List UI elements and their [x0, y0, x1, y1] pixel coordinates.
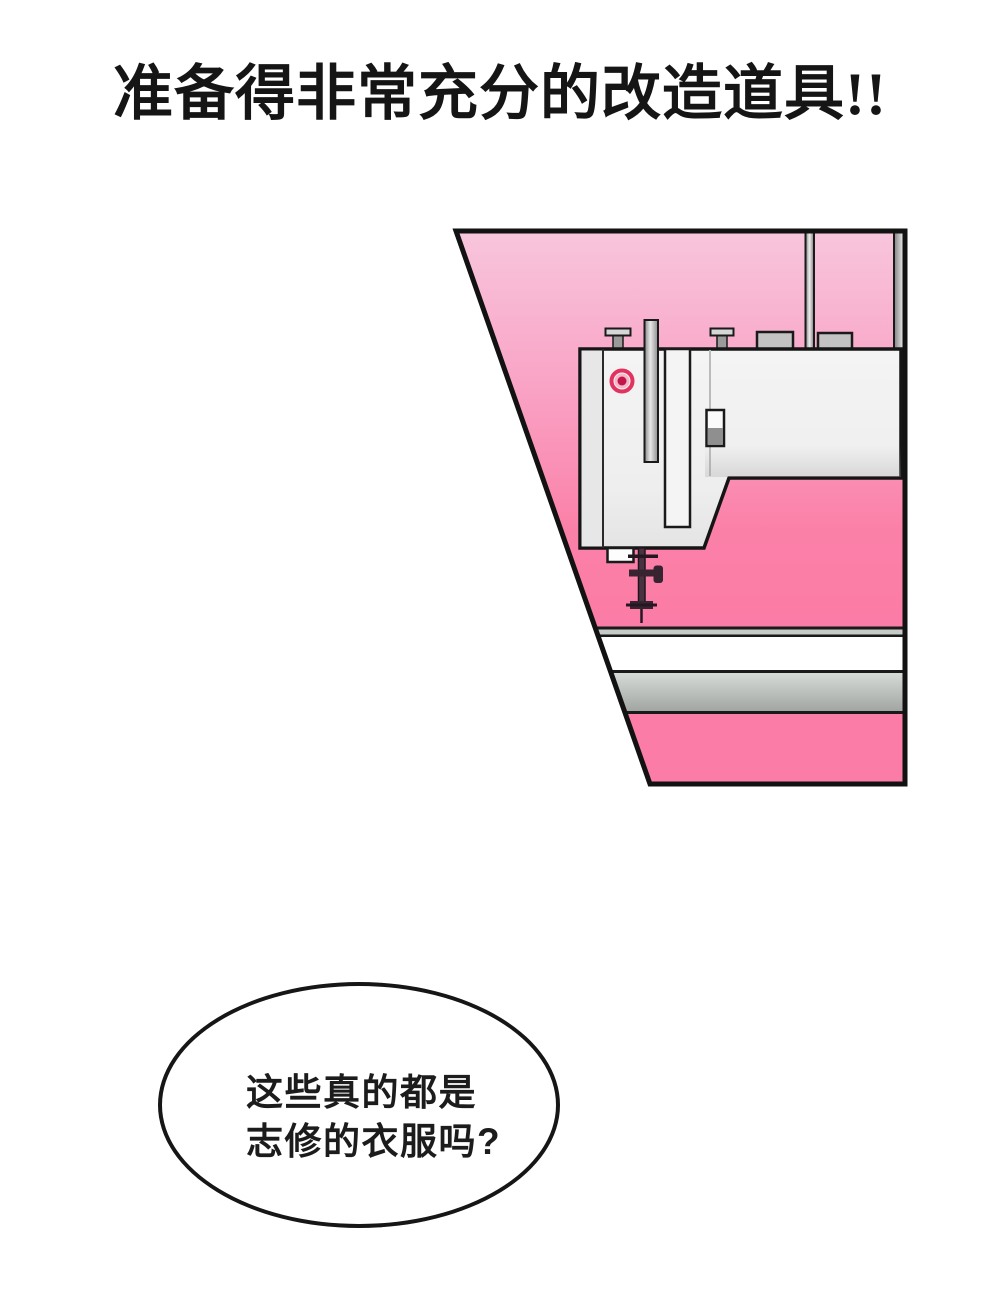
take-up-bar-icon: [643, 319, 659, 463]
needle-assembly-icon: [606, 546, 663, 623]
speech-line: 这些真的都是: [246, 1072, 477, 1113]
speech-bubble: 这些真的都是 志修的衣服吗?: [158, 982, 560, 1228]
arm-shadow: [705, 446, 901, 477]
red-button-icon: [609, 368, 635, 394]
wall-bands: [456, 626, 905, 784]
wall-pole-icon: [804, 231, 815, 351]
switch-icon: [705, 408, 726, 448]
speech-bubble-text: 这些真的都是 志修的衣服吗?: [246, 1068, 501, 1166]
machine-head-strip: [581, 350, 603, 547]
page-title: 准备得非常充分的改造道具!!: [113, 61, 887, 127]
speech-line: 志修的衣服吗?: [246, 1121, 502, 1162]
thread-slot: [663, 347, 692, 529]
panel-border: [452, 228, 908, 787]
